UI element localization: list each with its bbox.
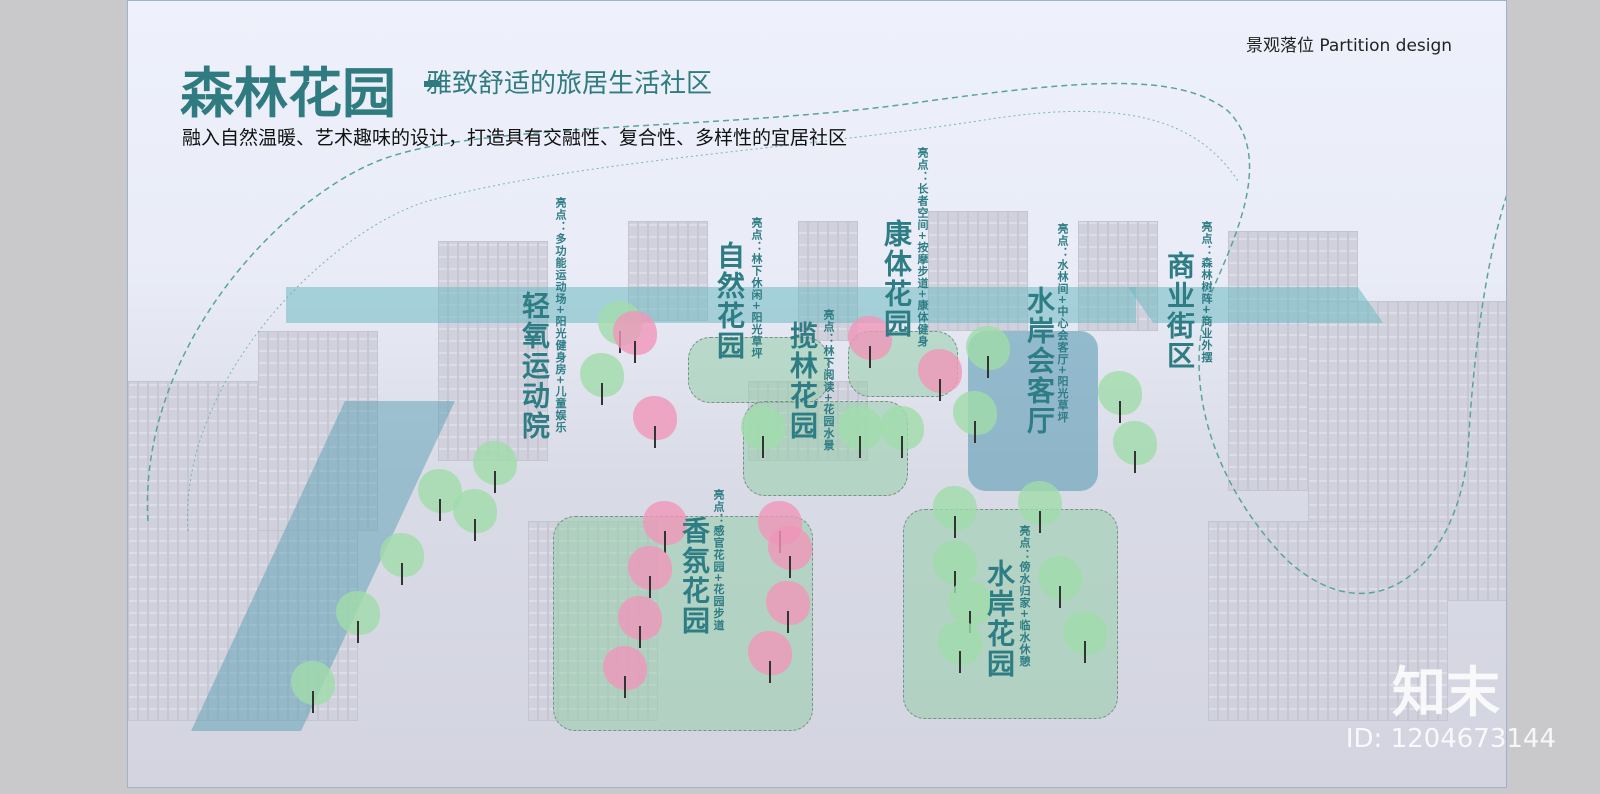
zone-highlight: 亮点：水林间+中心会客厅+阳光草坪 (1056, 223, 1069, 424)
page-subtitle: 雅致舒适的旅居生活社区 (426, 69, 713, 99)
zone-highlight: 亮点：傍水归家+临水休憩 (1018, 525, 1031, 668)
tree (643, 501, 687, 553)
zone-label: 康体花园 (880, 219, 913, 339)
tree (741, 406, 785, 458)
tree (838, 406, 882, 458)
title-dash (424, 81, 440, 87)
zone-label: 香氛花园 (678, 516, 711, 636)
water-band (286, 287, 1136, 323)
building (438, 241, 548, 461)
zone-label: 自然花园 (713, 241, 746, 361)
zone-highlight: 亮点：林下休闲+阳光草坪 (750, 217, 763, 360)
zone-highlight: 亮点：林下阅读+花园水景 (822, 309, 835, 452)
dashed-boundary (146, 82, 1506, 595)
slide: 森林花园 雅致舒适的旅居生活社区 融入自然温暖、艺术趣味的设计，打造具有交融性、… (127, 0, 1507, 788)
zone-highlight: 亮点：森林树阵+商业外摆 (1200, 221, 1213, 364)
tree (633, 396, 677, 448)
tree (768, 526, 812, 578)
tree (953, 391, 997, 443)
tree (380, 533, 424, 585)
tree (618, 596, 662, 648)
zone-label: 水岸花园 (983, 559, 1016, 679)
tree (473, 441, 517, 493)
tree (966, 326, 1010, 378)
watermark-logo: 知末 (1392, 661, 1500, 724)
watermark-id: ID: 1204673144 (1345, 724, 1556, 754)
tree (848, 316, 892, 368)
tree (1038, 556, 1082, 608)
tree (1018, 481, 1062, 533)
tree (938, 621, 982, 673)
tree (1113, 421, 1157, 473)
zone-label: 揽林花园 (786, 321, 819, 441)
tree (603, 646, 647, 698)
tree (1098, 371, 1142, 423)
tree (948, 581, 992, 633)
tree (748, 631, 792, 683)
corner-label: 景观落位 Partition design (1246, 36, 1453, 56)
tree (766, 581, 810, 633)
zone-highlight: 亮点：多功能运动场+阳光健身房+儿童娱乐 (554, 197, 567, 434)
zone-highlight: 亮点：长者空间+按摩步道+康体健身 (916, 147, 929, 348)
tagline: 融入自然温暖、艺术趣味的设计，打造具有交融性、复合性、多样性的宜居社区 (182, 127, 848, 149)
zone-label: 水岸会客厅 (1023, 286, 1056, 436)
tree (933, 541, 977, 593)
tree (880, 406, 924, 458)
zone-ziran (688, 337, 828, 403)
page-title: 森林花园 (180, 62, 396, 125)
tree (1063, 611, 1107, 663)
tree (933, 486, 977, 538)
tree (580, 353, 624, 405)
tree (291, 661, 335, 713)
zone-label: 轻氧运动院 (518, 291, 551, 441)
tree (336, 591, 380, 643)
tree (453, 489, 497, 541)
tree (918, 349, 962, 401)
zone-label: 商业街区 (1163, 251, 1196, 371)
tree (613, 311, 657, 363)
building (1208, 521, 1448, 721)
tree (628, 546, 672, 598)
zone-highlight: 亮点：感官花园+花园步道 (712, 489, 725, 632)
